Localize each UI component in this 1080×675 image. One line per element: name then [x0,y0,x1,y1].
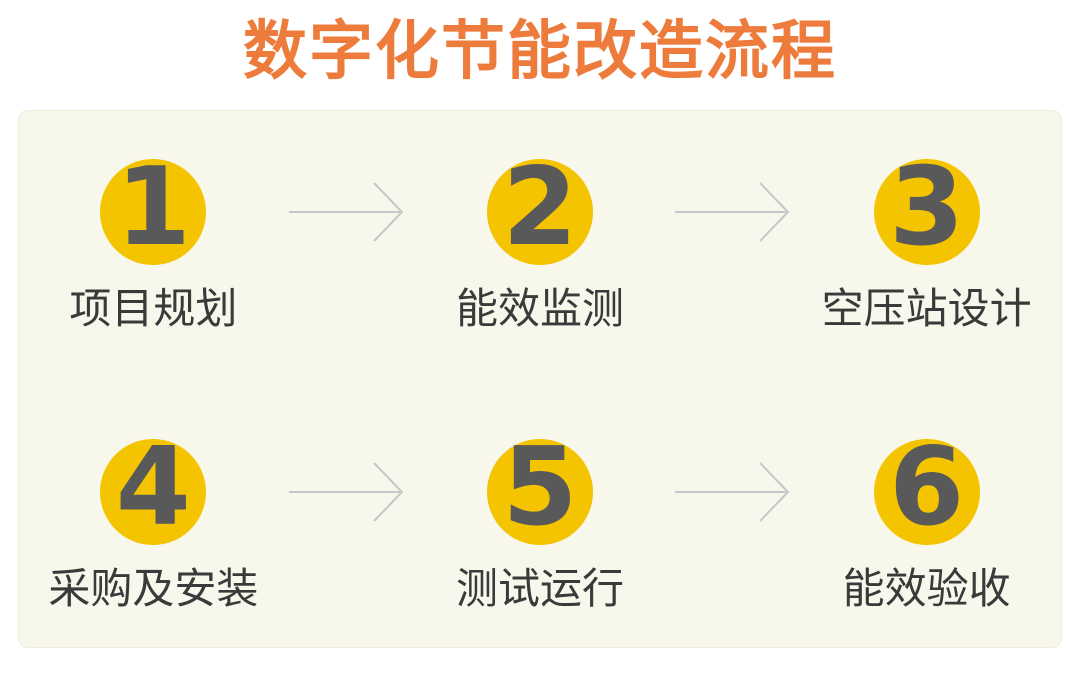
process-step-6: 6 能效验收 [792,433,1061,616]
arrow-right-icon [288,177,406,247]
arrow-right-icon [674,177,792,247]
process-step-4: 4 采购及安装 [19,433,288,616]
process-step-3: 3 空压站设计 [792,153,1061,336]
process-panel: 1 项目规划 2 能效监测 [18,109,1062,648]
process-row-bottom: 4 采购及安装 5 测试运行 [19,433,1061,616]
page-title: 数字化节能改造流程 [243,15,837,89]
step-number-badge: 4 [100,433,207,545]
process-step-1: 1 项目规划 [19,153,288,336]
step-number: 3 [889,144,965,270]
step-number-badge: 3 [873,153,980,265]
step-number: 1 [115,144,191,270]
step-label: 空压站设计 [821,283,1032,333]
process-row-top: 1 项目规划 2 能效监测 [19,153,1061,336]
step-label: 采购及安装 [48,563,259,613]
step-number: 2 [502,144,578,270]
step-number-badge: 5 [487,433,593,545]
infographic-page: 数字化节能改造流程 1 项目规划 2 能效监测 [0,14,1080,675]
step-label: 测试运行 [456,563,625,613]
arrow-right-icon [288,457,406,527]
process-step-2: 2 能效监测 [406,153,675,336]
step-number-badge: 2 [487,153,593,265]
step-number-badge: 6 [873,433,980,545]
step-number-badge: 1 [100,153,207,265]
process-step-5: 5 测试运行 [406,433,675,616]
arrow-right-icon [674,457,792,527]
step-label: 能效验收 [842,563,1011,613]
step-label: 项目规划 [69,283,238,333]
step-number: 6 [889,424,965,550]
step-number: 5 [502,424,578,550]
step-label: 能效监测 [456,283,625,333]
step-number: 4 [115,424,191,550]
